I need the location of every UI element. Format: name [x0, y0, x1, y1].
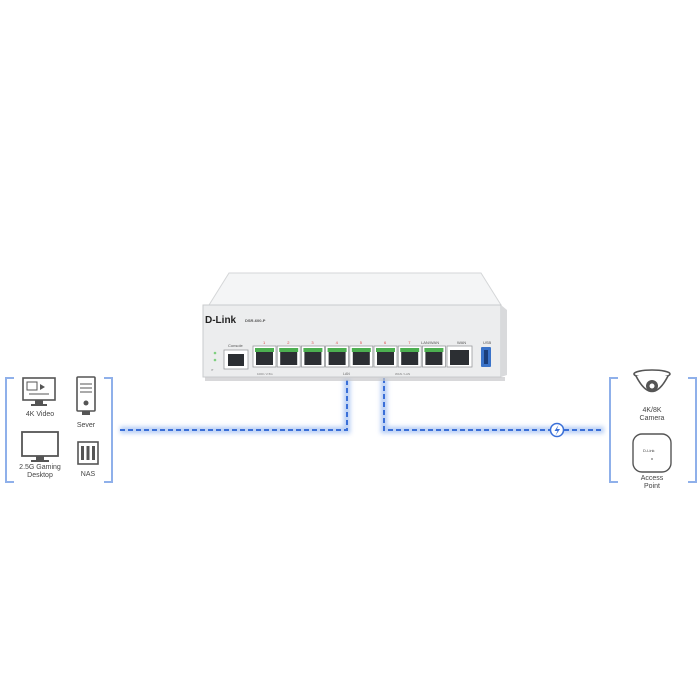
server-icon [76, 376, 96, 415]
right-cable [380, 378, 604, 434]
wan-label: WAN [457, 340, 466, 345]
lan-label: LAN [343, 372, 350, 376]
video-monitor-icon [22, 377, 56, 406]
access-point-icon: D-Link [632, 433, 672, 473]
desktop-icon [21, 431, 59, 462]
port-number: 6 [384, 340, 387, 345]
right-item-label: 4K/8K Camera [639, 407, 665, 422]
usb-port[interactable] [481, 347, 491, 367]
console-port[interactable] [223, 349, 249, 370]
lan-port[interactable] [276, 345, 301, 368]
lan-port[interactable] [325, 345, 350, 368]
lan-port[interactable] [373, 345, 398, 368]
right-item-label: Access Point [640, 475, 664, 490]
svg-text:⟳: ⟳ [211, 368, 214, 372]
port-legend-right: WAN / LAN [395, 372, 410, 376]
port-number: 3 [311, 340, 314, 345]
wan-port[interactable] [446, 345, 473, 368]
left-group-bracket [5, 377, 113, 483]
left-item-label: 4K Video [25, 411, 55, 418]
port-numbers: 1 2 3 4 5 6 7 [263, 340, 411, 345]
console-label: Console [228, 343, 243, 348]
lan-port[interactable] [397, 345, 422, 368]
nas-icon [77, 441, 99, 465]
port-number: 5 [360, 340, 363, 345]
dome-camera-icon [633, 369, 671, 393]
power-led [213, 351, 217, 355]
port-number: 4 [336, 340, 339, 345]
port-number: 2 [287, 340, 290, 345]
lan-port-group [252, 345, 446, 368]
left-item-label: NAS [80, 471, 96, 478]
lan-port[interactable] [252, 345, 277, 368]
access-point-brand: D-Link [643, 448, 655, 453]
left-item-label: 2.5G Gaming Desktop [19, 464, 61, 479]
left-cable [120, 378, 351, 434]
lan-wan-label: LAN/WAN [421, 340, 439, 345]
lan-port[interactable] [421, 345, 446, 368]
left-item-label: Sever [76, 422, 96, 429]
model-label: DSR-600-P [245, 318, 266, 323]
router-device: D-Link DSR-600-P ⟳ Console 1 2 3 4 5 6 7 LAN/W… [202, 272, 507, 381]
port-legend-left: 1000 / 2.5G [257, 372, 273, 376]
usb-label: USB [483, 340, 492, 345]
status-led [213, 358, 217, 362]
port-number: 1 [263, 340, 266, 345]
port-number: 7 [408, 340, 411, 345]
lan-port[interactable] [301, 345, 325, 368]
brand-logo: D-Link [205, 315, 237, 326]
right-group-bracket [609, 377, 697, 483]
lightning-bolt-icon [549, 422, 565, 438]
lan-port[interactable] [349, 345, 374, 368]
